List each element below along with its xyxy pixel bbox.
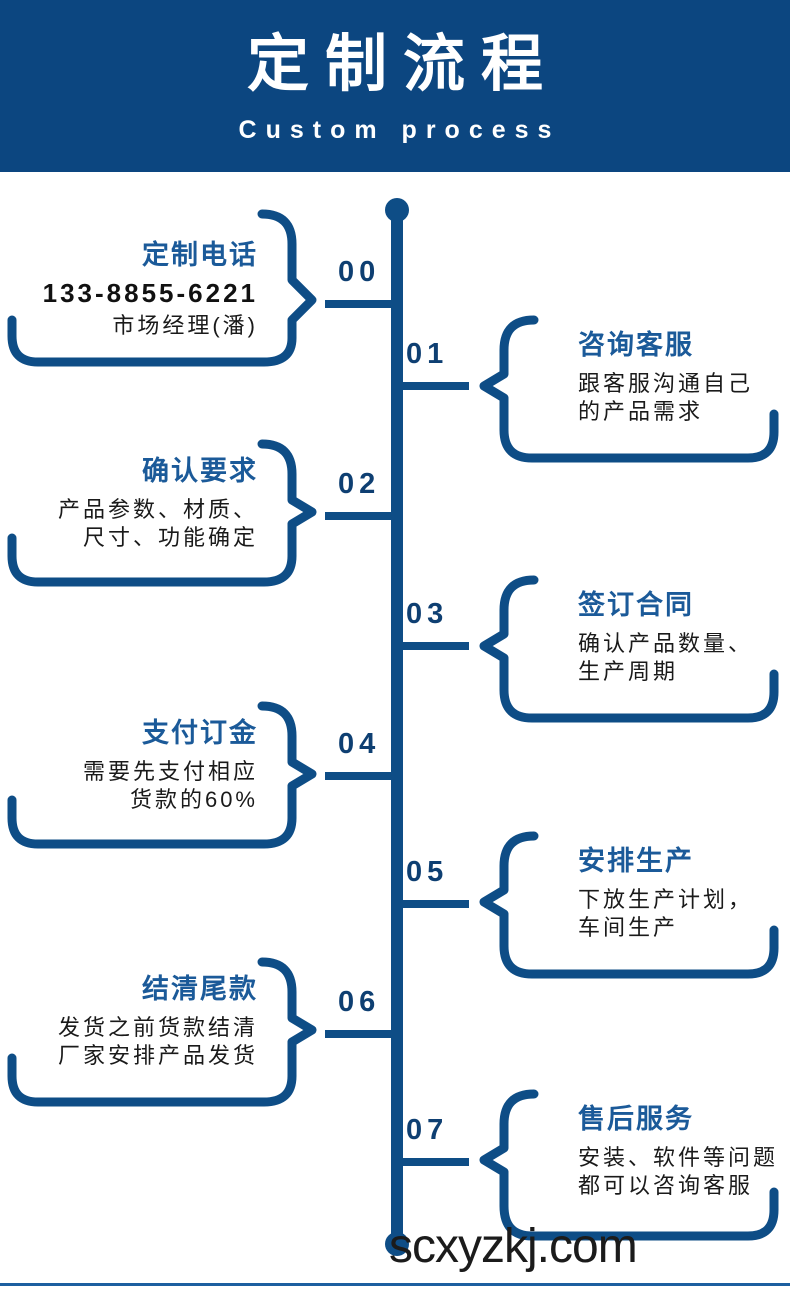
step-number-05: 05 [406, 856, 449, 888]
step-title-03: 签订合同 [578, 590, 694, 620]
tick-01 [397, 382, 469, 390]
step-block-06[interactable]: 结清尾款 发货之前货款结清 厂家安排产品发货 [0, 956, 320, 1108]
step-block-04[interactable]: 支付订金 需要先支付相应 货款的60% [0, 700, 320, 850]
step-block-03[interactable]: 签订合同 确认产品数量、 生产周期 [460, 574, 790, 726]
step-title-01: 咨询客服 [578, 330, 694, 360]
step-body-02-line1: 产品参数、材质、 [57, 497, 258, 522]
step-body-04-line2: 货款的60% [129, 787, 258, 812]
tick-05 [397, 900, 469, 908]
bracket-left-pointing-icon [479, 831, 779, 979]
tick-03 [397, 642, 469, 650]
step-title-00: 定制电话 [142, 240, 258, 270]
step-body-05-line1: 下放生产计划， [578, 887, 754, 912]
step-number-03: 03 [406, 598, 449, 630]
step-number-02: 02 [338, 468, 381, 500]
step-body-02-line2: 尺寸、功能确定 [82, 525, 258, 550]
tick-02 [325, 512, 397, 520]
step-number-00: 00 [338, 256, 381, 288]
step-number-01: 01 [406, 338, 449, 370]
step-title-07: 售后服务 [578, 1104, 694, 1134]
step-body-07-line1: 安装、软件等问题 [578, 1145, 779, 1170]
step-title-06: 结清尾款 [142, 974, 258, 1004]
step-body-01-line2: 的产品需求 [578, 399, 704, 424]
footer-divider [0, 1283, 790, 1286]
bracket-right-pointing-icon [7, 957, 317, 1107]
timeline-bottom-dot-icon [385, 1232, 409, 1256]
step-block-05[interactable]: 安排生产 下放生产计划， 车间生产 [460, 830, 790, 982]
bracket-left-pointing-icon [479, 315, 779, 463]
step-body-06-line2: 厂家安排产品发货 [57, 1043, 258, 1068]
page-subtitle: Custom process [238, 115, 561, 144]
step-body-03-line2: 生产周期 [578, 659, 679, 684]
step-block-00[interactable]: 定制电话 133-8855-6221 市场经理(潘) [0, 208, 320, 368]
step-title-02: 确认要求 [142, 456, 258, 486]
step-title-05: 安排生产 [578, 846, 694, 876]
watermark-text: scxyzkj.com [389, 1220, 638, 1273]
step-body-05-line2: 车间生产 [578, 915, 679, 940]
step-number-07: 07 [406, 1114, 449, 1146]
step-number-06: 06 [338, 986, 381, 1018]
step-body-03-line1: 确认产品数量、 [578, 631, 754, 656]
step-title-04: 支付订金 [142, 718, 258, 748]
bracket-left-pointing-icon [479, 575, 779, 723]
bracket-right-pointing-icon [7, 701, 317, 849]
tick-07 [397, 1158, 469, 1166]
timeline-spine [391, 210, 403, 1244]
step-phone-00: 133-8855-6221 [42, 278, 258, 308]
step-body-06-line1: 发货之前货款结清 [57, 1015, 258, 1040]
step-body-00: 市场经理(潘) [112, 313, 258, 338]
bracket-right-pointing-icon [7, 209, 317, 367]
step-block-07[interactable]: 售后服务 安装、软件等问题 都可以咨询客服 [460, 1088, 790, 1244]
tick-06 [325, 1030, 397, 1038]
tick-00 [325, 300, 397, 308]
page-header: 定制流程 Custom process [0, 0, 790, 172]
step-body-07-line2: 都可以咨询客服 [578, 1173, 754, 1198]
page-title: 定制流程 [246, 29, 559, 99]
step-number-04: 04 [338, 728, 381, 760]
bracket-left-pointing-icon [479, 1089, 779, 1241]
step-body-01-line1: 跟客服沟通自己 [578, 371, 754, 396]
bracket-right-pointing-icon [7, 439, 317, 587]
step-body-04-line1: 需要先支付相应 [82, 759, 258, 784]
tick-04 [325, 772, 397, 780]
step-block-01[interactable]: 咨询客服 跟客服沟通自己 的产品需求 [460, 314, 790, 466]
step-block-02[interactable]: 确认要求 产品参数、材质、 尺寸、功能确定 [0, 438, 320, 588]
